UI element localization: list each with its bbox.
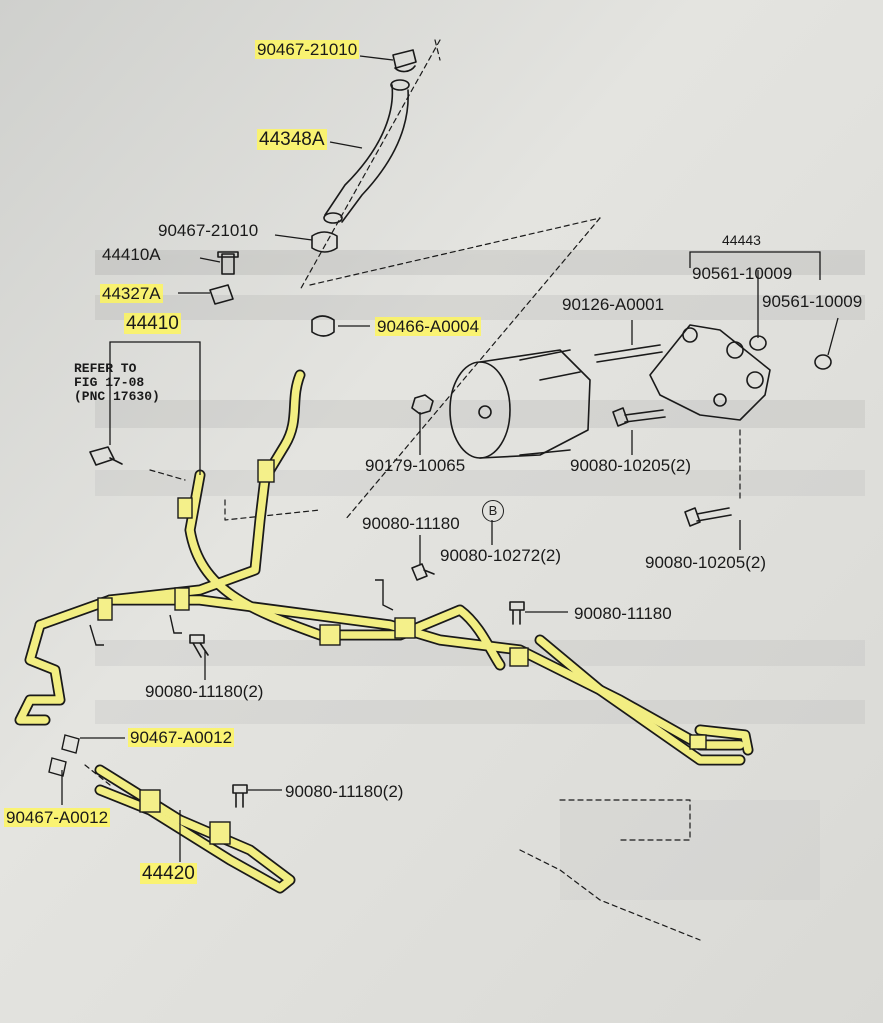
callout-label: 44410A xyxy=(102,245,161,264)
callout-label: 90561-10009 xyxy=(692,264,793,283)
callout-label: 90080-11180(2) xyxy=(285,782,404,801)
callout-label: 90080-11180 xyxy=(574,604,672,623)
callout-label: 90466-A0004 xyxy=(375,317,482,336)
callout-label: 90080-10272(2) xyxy=(440,546,561,565)
circle-marker-b: B xyxy=(482,500,504,522)
callout-label: 90080-10205(2) xyxy=(570,456,691,475)
callout-label: 90561-10009 xyxy=(762,292,863,311)
upper-hose xyxy=(323,79,410,224)
callout-label: 90080-10205(2) xyxy=(645,553,766,572)
callout-label: 90467-A0012 xyxy=(128,728,235,747)
small-parts xyxy=(48,579,394,777)
callout-label: 44410 xyxy=(124,313,181,334)
callout-label: 44443 xyxy=(722,232,761,248)
callout-label: 90467-21010 xyxy=(158,221,259,240)
bolt-44410a xyxy=(217,251,239,275)
callout-label: 44348A xyxy=(257,129,327,150)
callout-label: 90467-A0012 xyxy=(4,808,111,827)
highlighted-lines xyxy=(14,369,754,894)
callout-label: 90179-10065 xyxy=(365,456,466,475)
callout-label: 90080-11180 xyxy=(362,514,460,533)
callout-label: 90467-21010 xyxy=(255,40,360,59)
clamps xyxy=(209,49,417,337)
callout-label: 44420 xyxy=(140,863,197,884)
callout-label: 90080-11180(2) xyxy=(145,682,264,701)
line-clips xyxy=(97,459,707,845)
pump-bracket xyxy=(649,324,832,421)
callout-label: 44327A xyxy=(100,284,163,303)
bleed-through-table xyxy=(95,250,865,900)
dashed-guides xyxy=(84,39,741,941)
power-steering-pump xyxy=(449,344,663,459)
bolts xyxy=(89,394,732,808)
callout-label: 90126-A0001 xyxy=(562,295,665,314)
leader-lines xyxy=(61,55,839,862)
